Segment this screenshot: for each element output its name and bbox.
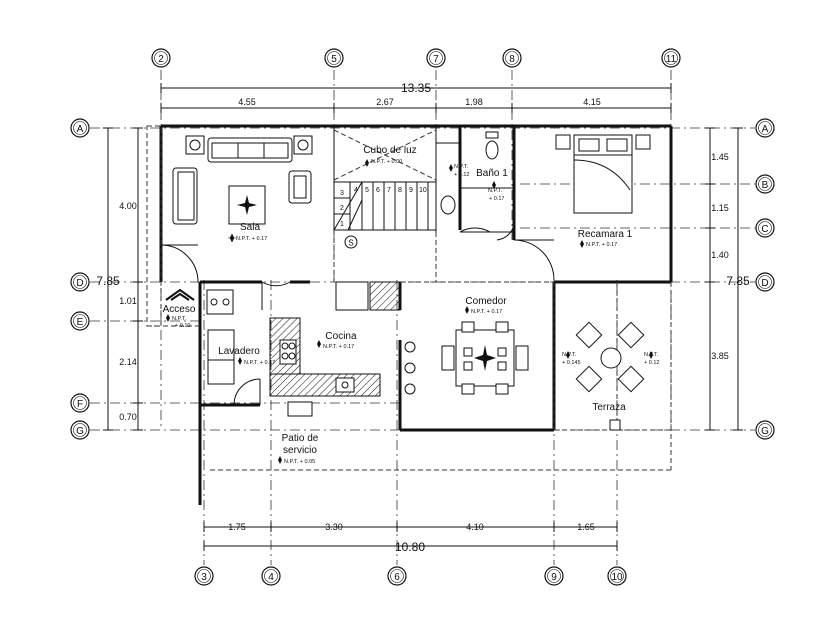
axis-label: 4 (268, 572, 274, 583)
stair-step: 8 (398, 187, 402, 194)
axis-label: 9 (551, 572, 557, 583)
dimension-lines (103, 83, 743, 551)
npt-bano-small: N.P.T. (454, 164, 469, 170)
stair-step: 1 (340, 221, 344, 228)
room-comedor: Comedor (465, 296, 507, 307)
dim-right-seg: 1.45 (711, 152, 729, 162)
npt-cubo: N.P.T. + 0.00 (371, 159, 402, 165)
dim-right-seg: 1.40 (711, 250, 729, 260)
axis-label: G (761, 426, 769, 437)
room-sala: Sala (240, 222, 260, 233)
axis-label: A (77, 124, 84, 135)
npt-terraza-a: N.P.T. (562, 352, 577, 358)
room-patio-2: servicio (283, 445, 317, 456)
axis-bubbles-bottom: 3 4 6 9 10 (194, 566, 627, 586)
axis-label: 3 (201, 572, 207, 583)
room-labels: Sala N.P.T. + 0.17 Cubo de luz N.P.T. + … (163, 145, 660, 465)
room-recamara: Recamara 1 (578, 229, 633, 240)
npt-sala: N.P.T. + 0.17 (236, 236, 267, 242)
npt-lavadero: N.P.T. + 0.17 (244, 360, 275, 366)
npt-patio: N.P.T. + 0.05 (284, 459, 315, 465)
npt-cocina: N.P.T. + 0.17 (323, 344, 354, 350)
dimension-labels: 13.35 4.55 2.67 1.98 4.15 1.75 3.30 4.10… (96, 81, 750, 554)
room-cubo-de-luz: Cubo de luz (363, 145, 416, 156)
doors (160, 224, 555, 406)
npt-terraza-a-val: + 0.145 (562, 360, 581, 366)
axis-label: D (761, 278, 768, 289)
stair-step: 10 (419, 187, 427, 194)
dim-top-seg: 4.15 (583, 97, 601, 107)
dim-right-total: 7.85 (726, 274, 750, 288)
room-cocina: Cocina (325, 331, 357, 342)
npt-bano-val: + 0.17 (489, 196, 504, 202)
level-markers (166, 159, 653, 464)
stair-step: 6 (376, 187, 380, 194)
dim-top-seg: 4.55 (238, 97, 256, 107)
npt-acceso-val: + 0.10 (175, 323, 190, 329)
npt-terraza-b: N.P.T. (644, 352, 659, 358)
npt-recamara: N.P.T. + 0.17 (586, 242, 617, 248)
stair-step: 9 (409, 187, 413, 194)
dim-top-total: 13.35 (401, 81, 431, 95)
dim-left-seg: 4.00 (119, 201, 137, 211)
axis-label: 7 (433, 54, 439, 65)
npt-acceso: N.P.T. (172, 316, 187, 322)
axis-label: F (77, 399, 83, 410)
stair-step: 7 (387, 187, 391, 194)
axis-bubbles-top: 2 5 7 8 11 (151, 48, 681, 68)
room-bano: Baño 1 (476, 168, 508, 179)
axis-label: 5 (331, 54, 337, 65)
axis-label: A (762, 124, 769, 135)
stair-step: 3 (340, 190, 344, 197)
toilet (485, 140, 499, 160)
room-lavadero: Lavadero (218, 346, 260, 357)
axis-bubbles-left: A D E F G (70, 118, 90, 440)
stair-step: 5 (365, 187, 369, 194)
axis-label: D (76, 278, 83, 289)
axis-label: E (77, 317, 84, 328)
dim-bottom-seg: 4.10 (466, 522, 484, 532)
stair-start-label: S (348, 239, 353, 248)
dim-left-seg: 1.01 (119, 296, 137, 306)
dim-right-seg: 1.15 (711, 203, 729, 213)
dim-bottom-seg: 3.30 (325, 522, 343, 532)
dim-top-seg: 2.67 (376, 97, 394, 107)
dim-top-seg: 1.98 (465, 97, 483, 107)
axis-label: C (761, 224, 768, 235)
axis-label: 8 (509, 54, 515, 65)
dim-bottom-total: 10.80 (395, 540, 425, 554)
entry-arrow-icon (165, 288, 195, 301)
npt-comedor: N.P.T. + 0.17 (471, 309, 502, 315)
axis-label: 2 (158, 54, 164, 65)
axis-label: G (76, 426, 84, 437)
dim-bottom-seg: 1.65 (577, 522, 595, 532)
axis-bubbles-right: A B C D G (755, 118, 775, 440)
axis-label: 11 (666, 54, 677, 65)
room-terraza: Terraza (592, 402, 626, 413)
dim-right-seg: 3.85 (711, 351, 729, 361)
axis-label: 10 (611, 572, 623, 583)
terrace-table (600, 347, 622, 369)
npt-bano: N.P.T. (488, 188, 503, 194)
room-acceso: Acceso (163, 304, 196, 315)
dim-left-seg: 2.14 (119, 357, 137, 367)
stair-step: 4 (354, 187, 358, 194)
staircase: 1 2 3 4 5 6 7 8 9 10 S (333, 129, 437, 249)
axis-label: 6 (394, 572, 400, 583)
npt-terraza-b-val: + 0.12 (644, 360, 659, 366)
room-patio: Patio de (282, 433, 319, 444)
dim-bottom-seg: 1.75 (228, 522, 246, 532)
dim-left-total: 7.85 (96, 274, 120, 288)
furniture (172, 131, 651, 431)
sink (440, 195, 456, 215)
dim-left-seg: 0.70 (119, 412, 137, 422)
npt-bano-small-val: + 0.12 (454, 172, 469, 178)
axis-label: B (762, 180, 769, 191)
stair-step: 2 (340, 205, 344, 212)
